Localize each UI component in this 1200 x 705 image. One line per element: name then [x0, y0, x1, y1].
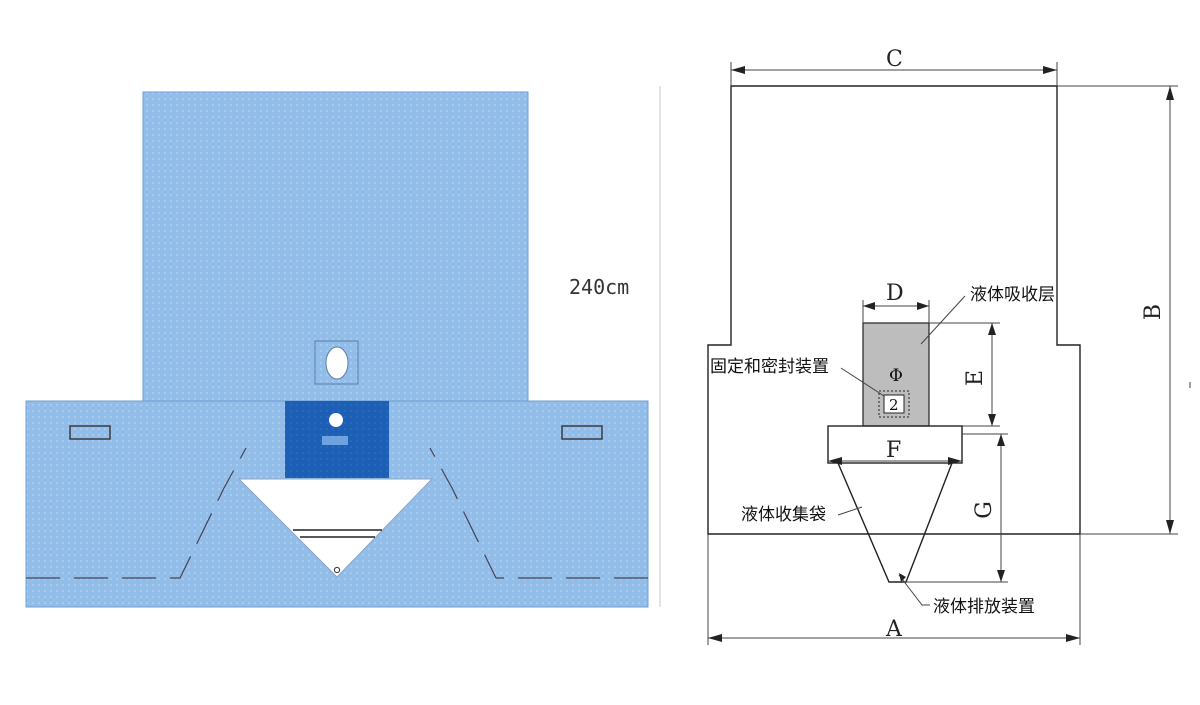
leader-collection-bag: [837, 506, 863, 516]
label-fix-seal-device: 固定和密封装置: [710, 357, 829, 377]
oval-opening: [325, 346, 349, 380]
phi-mark: Φ: [889, 366, 903, 386]
collection-pouch: [237, 478, 434, 578]
leader-drain: [898, 574, 930, 606]
right-tube-slot: [561, 425, 603, 440]
leader-absorbent: [920, 295, 966, 345]
dim-a-arrow-left: [708, 634, 722, 642]
dim-c-letter: C: [886, 47, 903, 72]
drape-illustration: [25, 91, 649, 608]
technical-drawing: C B A D E Φ 2: [707, 47, 1191, 645]
dim-g-arrow-bottom: [997, 570, 1005, 582]
leader-fix-seal: [840, 367, 885, 397]
fix-seal-number: 2: [889, 396, 899, 414]
fold-lines: [26, 447, 648, 579]
dim-g-arrow-top: [997, 434, 1005, 446]
dim-a-arrow-right: [1066, 634, 1080, 642]
dim-e-arrow-top: [988, 323, 996, 335]
drain-port: [333, 566, 341, 574]
dim-e-letter: E: [963, 370, 988, 386]
dim-a-letter: A: [885, 617, 903, 642]
size-label: 240cm: [569, 275, 629, 299]
dim-f-letter: F: [886, 438, 901, 463]
oval-opening-frame: [314, 340, 359, 385]
window-hole: [329, 413, 343, 427]
label-absorbent-layer: 液体吸收层: [970, 285, 1055, 305]
collection-bag-band: [827, 425, 963, 464]
collection-bag: [837, 462, 953, 583]
left-tube-slot: [69, 425, 111, 440]
dim-f-arrow-left: [828, 457, 842, 465]
dim-b-arrow-bottom: [1166, 520, 1174, 534]
drape-outline: [707, 85, 1081, 535]
dim-c-arrow-left: [731, 66, 745, 74]
label-drain-device: 液体排放装置: [933, 597, 1035, 617]
dim-f-arrow-right: [948, 457, 962, 465]
dim-g-letter: G: [972, 501, 997, 519]
leader-drain-head: [899, 573, 906, 582]
dim-d-arrow-right: [917, 302, 929, 310]
dim-e-arrow-bottom: [988, 414, 996, 426]
dim-c-arrow-right: [1043, 66, 1057, 74]
window-label-patch: [322, 436, 348, 445]
dim-b-letter: B: [1141, 304, 1166, 320]
fix-seal-inner: [883, 394, 905, 414]
dim-d-arrow-left: [863, 302, 875, 310]
dim-d-letter: D: [886, 281, 904, 306]
label-collection-bag: 液体收集袋: [741, 505, 826, 525]
dim-b-arrow-top: [1166, 86, 1174, 100]
